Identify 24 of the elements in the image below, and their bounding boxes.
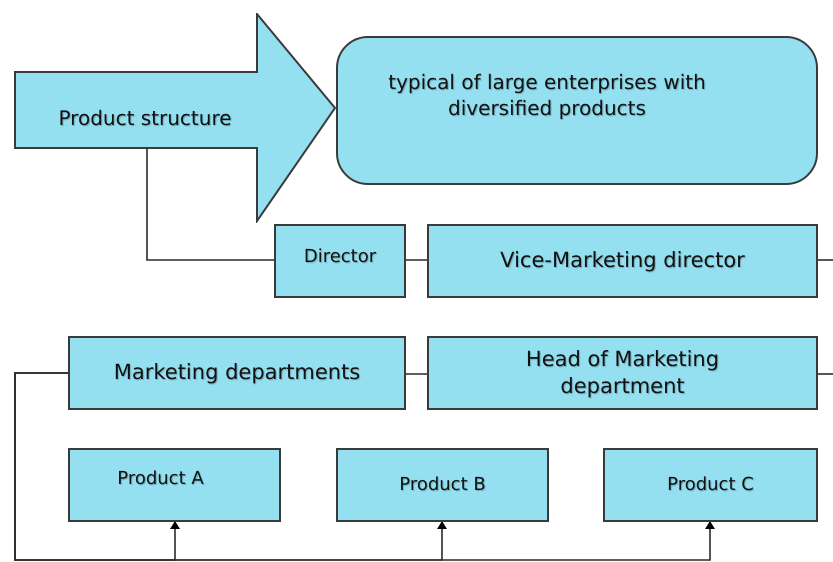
process-box (427, 336, 818, 410)
node-label: Product structure (58, 105, 232, 131)
connector-line (818, 259, 833, 261)
node-label: typical of large enterprises with diversified products (387, 68, 707, 120)
node-label: Product A (117, 467, 204, 491)
process-box (603, 448, 818, 522)
process-box (274, 224, 406, 298)
node-label: Head of Marketing department (524, 346, 720, 400)
process-box (336, 448, 549, 522)
process-box (68, 448, 281, 522)
node-label: Director (304, 245, 376, 269)
node-label: Vice-Marketing director (500, 247, 745, 274)
connector-line (406, 373, 427, 375)
connector-line (146, 148, 274, 261)
node-label: Marketing departments (114, 359, 360, 386)
connector-line (406, 259, 427, 261)
arrow (14, 372, 715, 561)
node-label: Product C (667, 473, 754, 497)
block-arrow (14, 13, 336, 223)
rounded-box (336, 36, 818, 185)
process-box (68, 336, 406, 410)
process-box (427, 224, 818, 298)
connector-line (818, 373, 833, 375)
node-label: Product B (399, 473, 486, 497)
